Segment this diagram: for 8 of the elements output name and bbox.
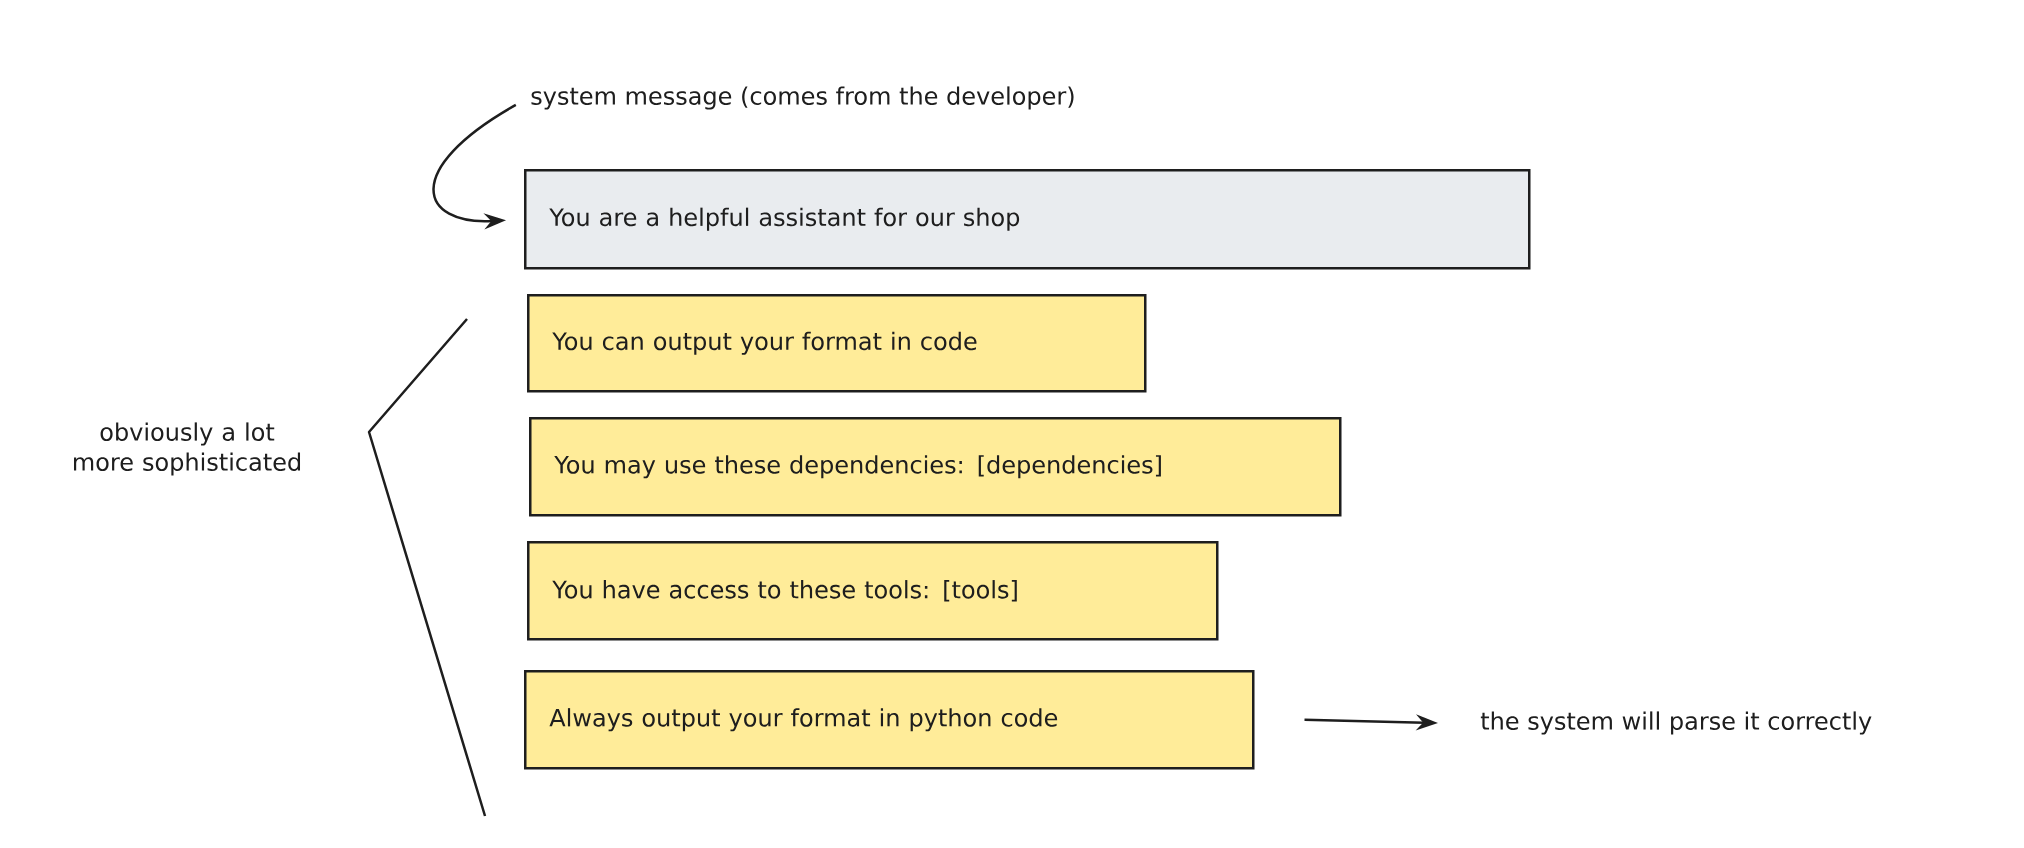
note-text: the system will parse it correctly	[1480, 711, 1872, 735]
instruction-box: You may use these dependencies: [dependencies]	[529, 417, 1342, 517]
instruction-box: You have access to these tools: [tools]	[527, 541, 1219, 641]
instruction-box: You can output your format in code	[527, 294, 1147, 393]
instruction-box: Always output your format in python code	[524, 670, 1255, 770]
message-box: You are a helpful assistant for our shop	[524, 169, 1531, 270]
note-text: system message (comes from the developer)	[531, 86, 1074, 110]
bracket-label: obviously a lot more sophisticated	[74, 422, 300, 476]
